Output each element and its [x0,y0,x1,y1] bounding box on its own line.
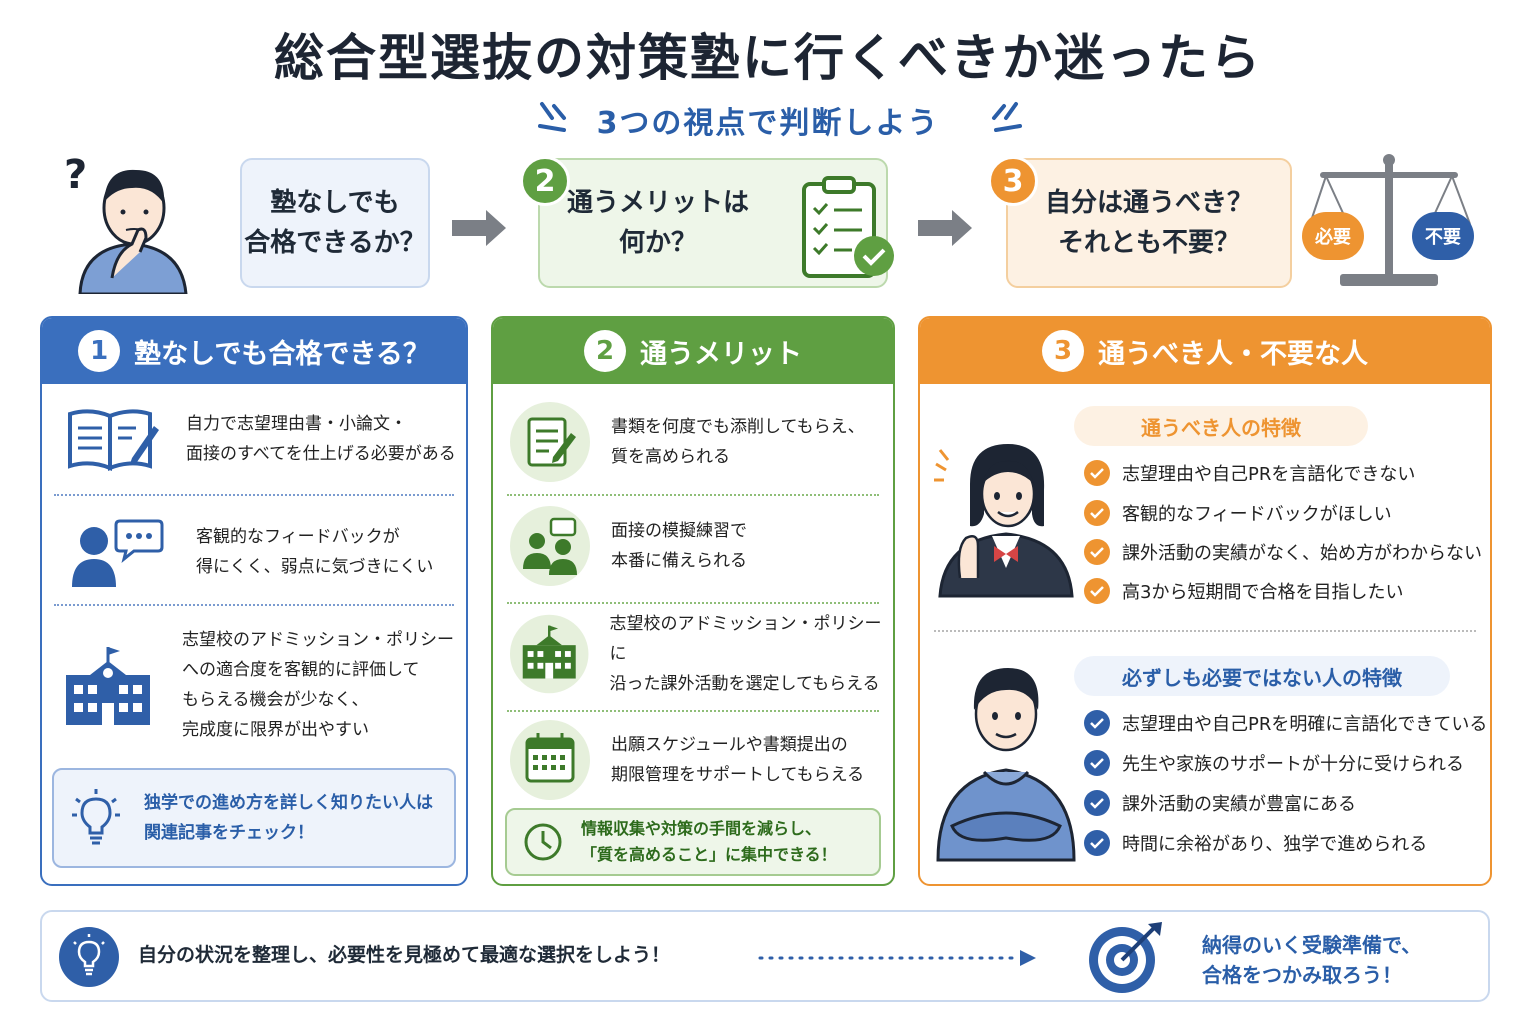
step-3-text: 自分は通うべき？ それとも不要？ [1044,188,1253,258]
panel-2-number: 2 [584,330,626,372]
check-icon [1084,539,1110,565]
list-item: 課外活動の実績がなく、始め方がわからない [1084,539,1482,565]
svg-text:?: ? [64,152,87,198]
list-item: 志望理由や自己PRを明確に言語化できている [1084,710,1487,736]
should-item-4: 高3から短期間で合格を目指したい [1122,582,1404,603]
panel-2-tip: 情報収集や対策の手間を減らし、 「質を高めること」に集中できる！ [505,808,881,876]
should-item-2: 客観的なフィードバックがほしい [1122,504,1392,525]
dotted-arrow-icon [758,950,1036,966]
panel-2-title: 通うメリット [640,338,802,370]
step-2-text: 通うメリットは 何か？ [566,188,749,258]
scale-right-label: 不要 [1412,212,1474,260]
step-3-number: 3 [988,156,1038,206]
panel-2-item-2-text: 面接の模擬練習で 本番に備えられる [611,521,747,571]
panel-merits: 2 通うメリット 書類を何度でも添削してもらえ、 質を高められる 面接の模擬練習… [491,316,895,886]
bottom-left-text: 自分の状況を整理し、必要性を見極めて最適な選択をしよう！ [138,944,671,966]
list-item: 面接の模擬練習で 本番に備えられる [493,506,893,586]
document-pen-icon [510,402,590,482]
lightbulb-icon [72,789,120,845]
student-girl-icon [934,444,1074,598]
should-attend-label: 通うべき人の特徴 [1074,406,1368,446]
check-icon [1084,750,1110,776]
panel-1-item-1-text: 自力で志望理由書・小論文・ 面接のすべてを仕上げる必要がある [186,414,456,464]
panel-1-tip-text: 独学での進め方を詳しく知りたい人は 関連記事をチェック！ [144,793,433,843]
list-item: 志望校のアドミッション・ポリシーに 沿った課外活動を選定してもらえる [493,614,893,694]
book-pen-icon [68,409,159,471]
arrow-right-icon [452,210,506,246]
panel-1-title: 塾なしでも合格できる？ [134,338,430,370]
lightbulb-icon [59,927,119,987]
step-1-text: 塾なしでも 合格できるか？ [244,188,426,258]
accent-slash-left-icon [538,102,566,132]
person-chat-icon [72,519,164,587]
check-icon [1084,830,1110,856]
divider [934,630,1476,632]
list-item: 志望校のアドミッション・ポリシー への適合度を客観的に評価して もらえる機会が少… [42,622,466,748]
list-item: 客観的なフィードバックが 得にくく、弱点に気づきにくい [42,514,466,590]
arrow-right-icon [918,210,972,246]
panel-3-header: 3 通うべき人・不要な人 [920,318,1490,384]
not-needed-item-4: 時間に余裕があり、独学で進められる [1122,834,1428,855]
not-needed-item-1: 志望理由や自己PRを明確に言語化できている [1122,714,1488,735]
step-3-box: 自分は通うべき？ それとも不要？ [1006,158,1292,288]
list-item: 志望理由や自己PRを言語化できない [1084,460,1415,486]
list-item: 自力で志望理由書・小論文・ 面接のすべてを仕上げる必要がある [42,404,466,474]
panel-who-should-attend: 3 通うべき人・不要な人 通うべき人の特徴 志望理由や自己PRを言語化できない … [918,316,1492,886]
not-needed-item-3: 課外活動の実績が豊富にある [1122,794,1356,815]
panel-1-tip: 独学での進め方を詳しく知りたい人は 関連記事をチェック！ [52,768,456,868]
should-item-3: 課外活動の実績がなく、始め方がわからない [1122,543,1482,564]
list-item: 出願スケジュールや書類提出の 期限管理をサポートしてもらえる [493,720,893,800]
panel-1-item-3-text: 志望校のアドミッション・ポリシー への適合度を客観的に評価して もらえる機会が少… [182,630,454,740]
divider [507,710,879,712]
panel-2-item-3-text: 志望校のアドミッション・ポリシーに 沿った課外活動を選定してもらえる [609,614,882,694]
list-item: 先生や家族のサポートが十分に受けられる [1084,750,1464,776]
accent-slash-right-icon [992,102,1022,132]
panel-1-header: 1 塾なしでも合格できる？ [42,318,466,384]
page-title: 総合型選抜の対策塾に行くべきか迷ったら [274,29,1262,87]
target-icon [1089,922,1162,993]
panel-2-item-1-text: 書類を何度でも添削してもらえ、 質を高められる [611,417,865,467]
check-icon [1084,500,1110,526]
step-1-box: 塾なしでも 合格できるか？ [240,158,430,288]
list-item: 書類を何度でも添削してもらえ、 質を高められる [493,402,893,482]
bottom-summary-bar: 自分の状況を整理し、必要性を見極めて最適な選択をしよう！ 納得のいく受験準備で、… [40,910,1490,1002]
check-icon [1084,790,1110,816]
panel-2-item-4-text: 出願スケジュールや書類提出の 期限管理をサポートしてもらえる [611,735,865,785]
check-icon [1084,710,1110,736]
divider [54,604,454,606]
clock-icon [524,823,562,861]
panel-1-item-2-text: 客観的なフィードバックが 得にくく、弱点に気づきにくい [196,527,434,577]
panel-2-header: 2 通うメリット [493,318,893,384]
list-item: 客観的なフィードバックがほしい [1084,500,1392,526]
divider [54,494,454,496]
panel-no-cram-school: 1 塾なしでも合格できる？ 自力で志望理由書・小論文・ 面接のすべてを仕上げる必… [40,316,468,886]
divider [507,494,879,496]
panel-3-number: 3 [1042,330,1084,372]
thinking-person-icon: ? [64,152,188,294]
page-subtitle: 3つの視点で判断しよう [596,106,940,141]
bottom-right-text: 納得のいく受験準備で、 合格をつかみ取ろう！ [1202,933,1422,987]
list-item: 課外活動の実績が豊富にある [1084,790,1356,816]
student-boy-icon [936,668,1076,862]
not-needed-label: 必ずしも必要ではない人の特徴 [1074,656,1450,696]
list-item: 時間に余裕があり、独学で進められる [1084,830,1427,856]
school-building-icon [66,647,150,725]
should-item-1: 志望理由や自己PRを言語化できない [1122,464,1416,485]
people-chat-icon [510,506,590,586]
step-2-number: 2 [520,156,570,206]
list-item: 高3から短期間で合格を目指したい [1084,578,1403,604]
check-icon [1084,460,1110,486]
panel-2-tip-text: 情報収集や対策の手間を減らし、 「質を高めること」に集中できる！ [581,819,837,864]
panel-1-number: 1 [78,330,121,372]
clipboard-check-icon [802,176,894,278]
check-icon [1084,578,1110,604]
calendar-icon [510,720,590,800]
school-building-icon [509,614,589,694]
divider [507,602,879,604]
not-needed-item-2: 先生や家族のサポートが十分に受けられる [1122,754,1464,775]
scale-left-label: 必要 [1302,212,1364,260]
panel-3-title: 通うべき人・不要な人 [1098,338,1368,370]
